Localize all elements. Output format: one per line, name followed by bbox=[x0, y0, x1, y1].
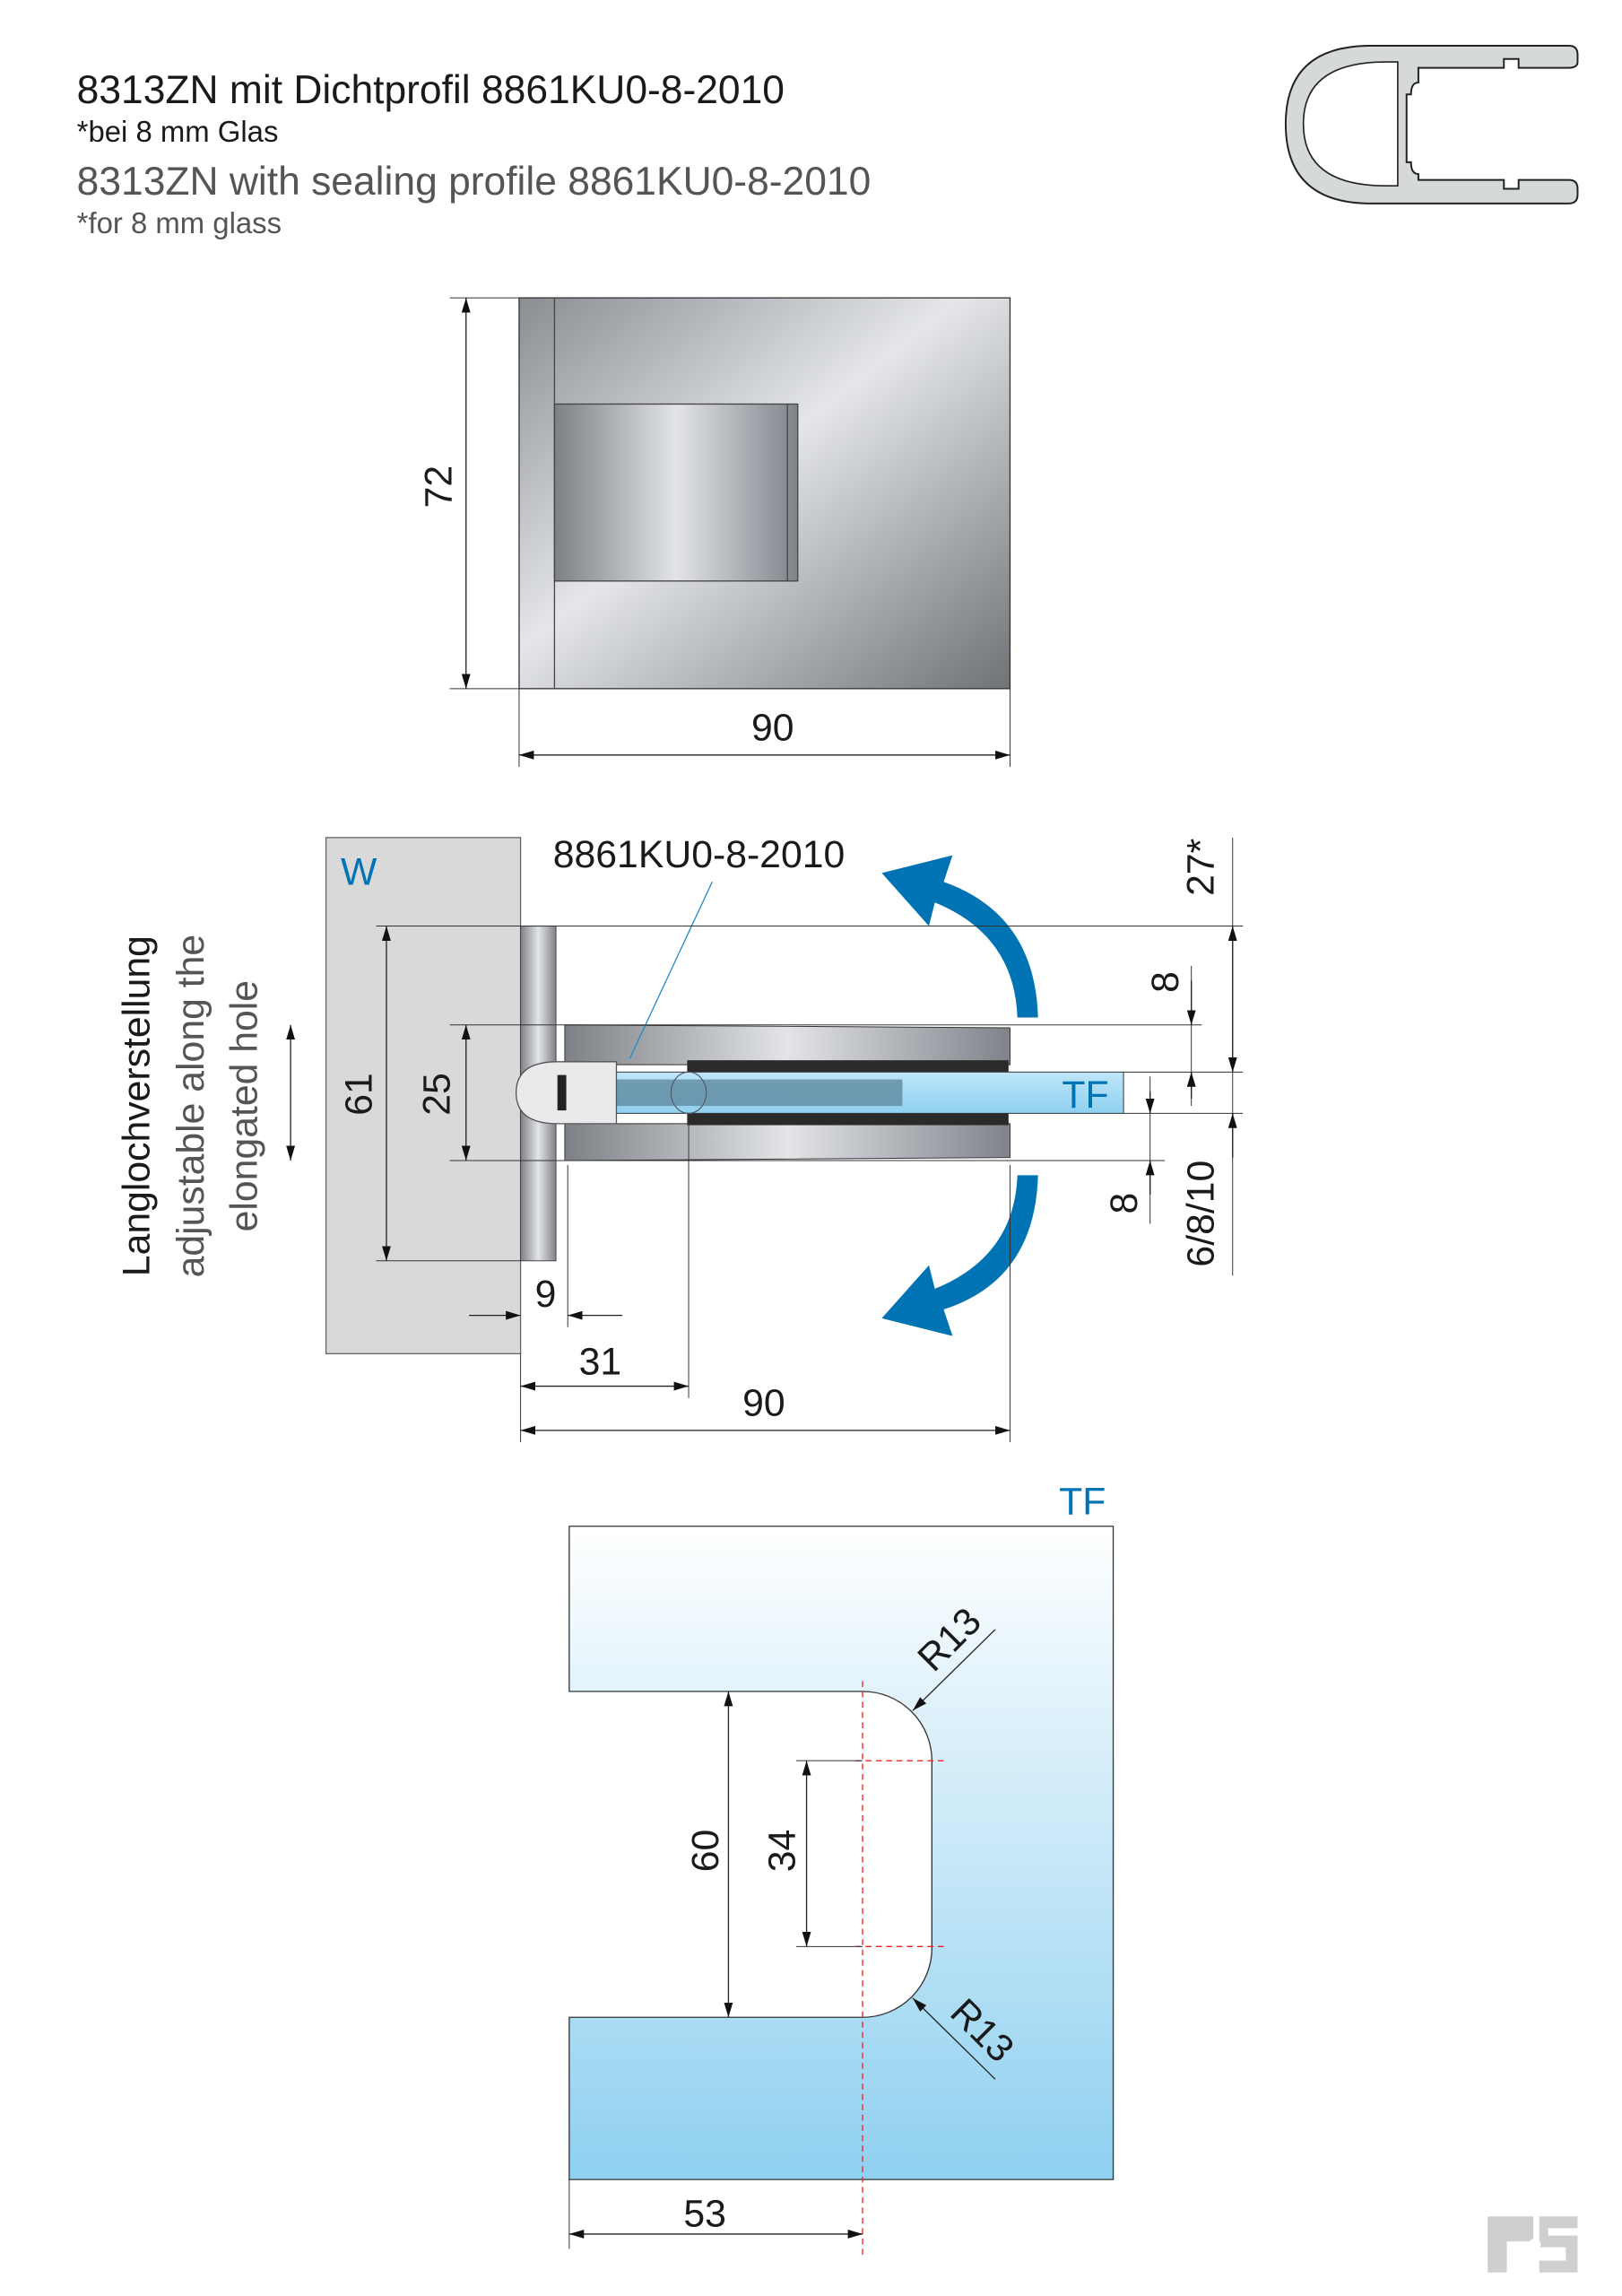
rotate-open-arrow-icon bbox=[881, 855, 1038, 1018]
dim-9: 9 bbox=[535, 1273, 557, 1316]
wall-label: W bbox=[341, 851, 377, 894]
title-de: 8313ZN mit Dichtprofil 8861KU0-8-2010 bbox=[77, 68, 785, 112]
dim-width-90: 90 bbox=[751, 706, 794, 749]
dim-34: 34 bbox=[760, 1830, 803, 1873]
glass-label: TF bbox=[1062, 1074, 1108, 1117]
callout-leader bbox=[629, 881, 713, 1059]
glass-cutout bbox=[568, 1526, 1115, 2180]
dim-61: 61 bbox=[338, 1073, 381, 1116]
cutout-glass-label: TF bbox=[1059, 1481, 1106, 1524]
title-en: 8313ZN with sealing profile 8861KU0-8-20… bbox=[77, 160, 872, 204]
dim-glass-thickness: 6/8/10 bbox=[1179, 1161, 1222, 1267]
dim-25: 25 bbox=[416, 1073, 459, 1116]
note-de: *bei 8 mm Glas bbox=[77, 115, 279, 148]
dim-8-top: 8 bbox=[1144, 971, 1187, 993]
front-view: 72 90 bbox=[417, 297, 1011, 767]
rs-logo bbox=[1488, 2216, 1578, 2273]
dim-31: 31 bbox=[579, 1340, 622, 1383]
cutout-view: TF 60 34 53 R13 R13 bbox=[568, 1481, 1115, 2257]
dim-90-section: 90 bbox=[742, 1381, 785, 1424]
dim-height-72: 72 bbox=[417, 465, 460, 509]
note-en: *for 8 mm glass bbox=[77, 206, 282, 239]
profile-callout: 8861KU0-8-2010 bbox=[553, 833, 846, 876]
adjust-label-en-2: elongated hole bbox=[222, 980, 265, 1231]
adjust-label-de: Langlochverstellung bbox=[115, 935, 158, 1276]
dim-8-bottom: 8 bbox=[1103, 1193, 1146, 1214]
wall bbox=[325, 837, 522, 1355]
header: 8313ZN mit Dichtprofil 8861KU0-8-2010 *b… bbox=[77, 68, 872, 239]
dim-53: 53 bbox=[683, 2193, 726, 2236]
section-view: W TF 8861KU0-8-2010 61 25 Langlochverste… bbox=[115, 833, 1244, 1443]
rotate-close-arrow-icon bbox=[881, 1175, 1038, 1336]
dim-27: 27* bbox=[1179, 839, 1222, 896]
dim-60: 60 bbox=[684, 1830, 727, 1873]
adjust-label-en-1: adjustable along the bbox=[169, 935, 213, 1278]
sealing-profile-drawing bbox=[1284, 44, 1579, 204]
